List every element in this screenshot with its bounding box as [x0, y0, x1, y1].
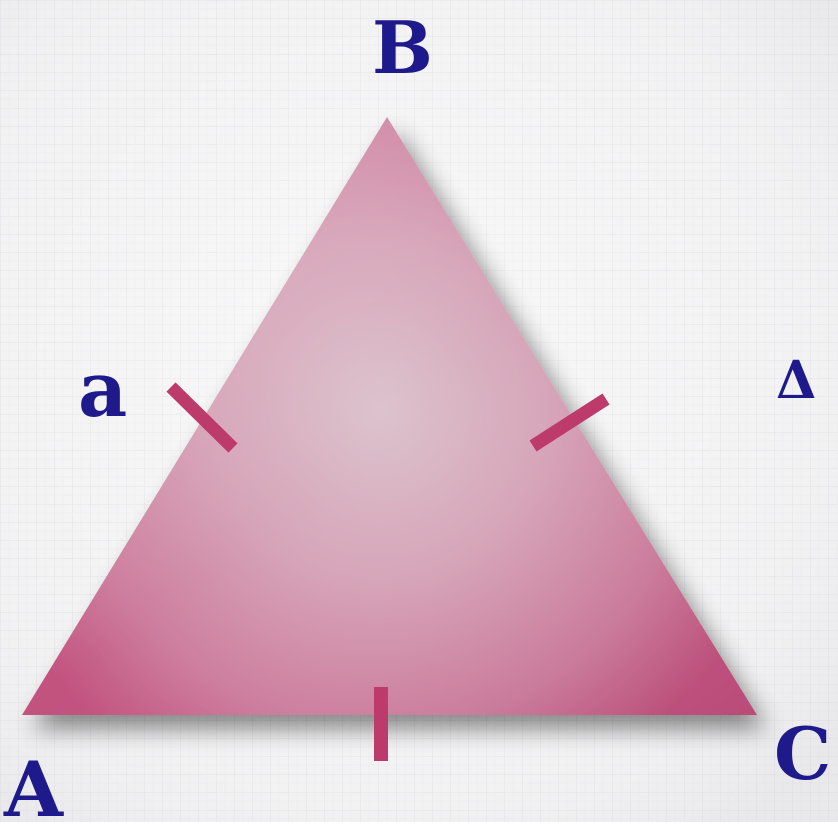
- vertex-label-c: C: [774, 711, 832, 796]
- vertex-label-b: B: [372, 5, 433, 90]
- triangle-sheen: [22, 117, 757, 715]
- vertex-label-a: A: [4, 745, 63, 834]
- tick-marks: [166, 382, 610, 761]
- partial-delta-symbol: Δ: [776, 350, 817, 411]
- tick-mark-side-bc: [529, 393, 610, 452]
- equilateral-triangle: [22, 117, 757, 715]
- tick-mark-side-ab: [166, 382, 238, 453]
- side-length-label: a: [78, 345, 128, 434]
